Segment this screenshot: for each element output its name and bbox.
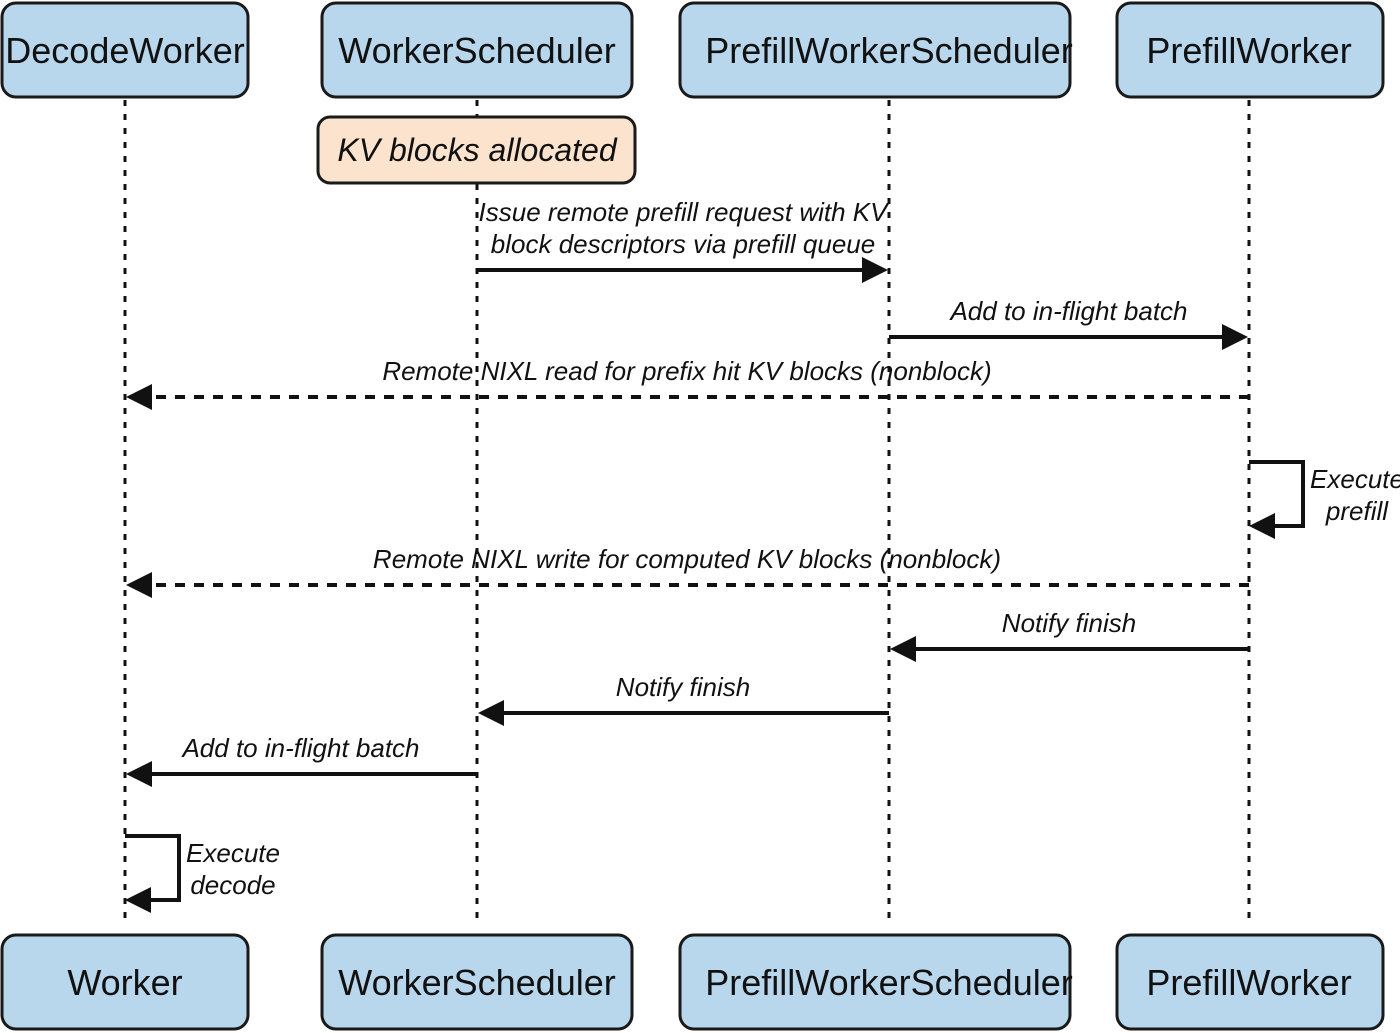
top-actor-box-decode: [0, 1, 250, 99]
top-actor-label-decode: DecodeWorker: [5, 30, 244, 71]
message-5-arrowhead: [126, 572, 152, 598]
top-actor-label-pfworker: PrefillWorker: [1146, 30, 1351, 71]
top-actor-label-pfsched: PrefillWorkerScheduler: [705, 30, 1072, 71]
lifelines: [123, 100, 1251, 922]
note-box: [316, 115, 637, 185]
message-8-arrowhead: [126, 761, 152, 787]
message-9-self-arrow: [125, 834, 181, 902]
actors-bottom: Worker WorkerScheduler PrefillWorkerSchedu…: [0, 933, 1385, 1031]
bottom-actor-label-sched: WorkerScheduler: [338, 962, 615, 1003]
bottom-actor-decode: Worker: [0, 933, 250, 1031]
message-2-label-line-1: Add to in-flight batch: [948, 296, 1187, 326]
message-4-label-line-2: prefill: [1325, 496, 1389, 526]
top-actor-decode: DecodeWorker: [0, 1, 250, 99]
message-3-arrowhead: [126, 384, 152, 410]
message-3-label-line-1: Remote NIXL read for prefix hit KV block…: [382, 356, 991, 386]
top-actor-pfworker: PrefillWorker: [1115, 1, 1385, 99]
message-6-label-line-1: Notify finish: [1002, 608, 1136, 638]
actors-top: DecodeWorker WorkerScheduler PrefillWorker…: [0, 1, 1385, 99]
bottom-actor-box-sched: [320, 933, 634, 1031]
top-actor-box-pfworker: [1115, 1, 1385, 99]
top-actor-label-sched: WorkerScheduler: [338, 30, 615, 71]
note-label: KV blocks allocated: [337, 132, 617, 168]
top-actor-box-pfsched: [678, 1, 1072, 99]
message-1-arrowhead: [862, 257, 888, 283]
message-1-label-line-2: block descriptors via prefill queue: [491, 229, 875, 259]
message-8-label-line-1: Add to in-flight batch: [180, 733, 419, 763]
bottom-actor-label-decode: Worker: [67, 962, 182, 1003]
message-6-arrowhead: [890, 636, 916, 662]
message-4-arrowhead: [1249, 513, 1275, 539]
bottom-actor-box-decode: [0, 933, 250, 1031]
bottom-actor-label-pfsched: PrefillWorkerScheduler: [705, 962, 1072, 1003]
bottom-actor-sched: WorkerScheduler: [320, 933, 634, 1031]
bottom-actor-box-pfsched: [678, 933, 1072, 1031]
message-2-arrowhead: [1222, 324, 1248, 350]
bottom-actor-pfworker: PrefillWorker: [1115, 933, 1385, 1031]
message-9-arrowhead: [125, 887, 151, 913]
top-actor-pfsched: PrefillWorkerScheduler: [678, 1, 1073, 99]
message-5-label-line-1: Remote NIXL write for computed KV blocks…: [373, 544, 1001, 574]
note-group: KV blocks allocated: [316, 115, 637, 185]
bottom-actor-box-pfworker: [1115, 933, 1385, 1031]
message-9-label-line-2: decode: [190, 870, 275, 900]
top-actor-sched: WorkerScheduler: [320, 1, 634, 99]
message-7-label-line-1: Notify finish: [616, 672, 750, 702]
bottom-actor-label-pfworker: PrefillWorker: [1146, 962, 1351, 1003]
messages: Issue remote prefill request with KVbloc…: [125, 197, 1400, 913]
message-9-label-line-1: Execute: [186, 838, 280, 868]
message-7-arrowhead: [478, 700, 504, 726]
message-4-self-arrow: [1249, 460, 1305, 528]
message-1-label-line-1: Issue remote prefill request with KV: [479, 197, 891, 227]
bottom-actor-pfsched: PrefillWorkerScheduler: [678, 933, 1073, 1031]
message-4-label-line-1: Execute: [1310, 464, 1400, 494]
top-actor-box-sched: [320, 1, 634, 99]
